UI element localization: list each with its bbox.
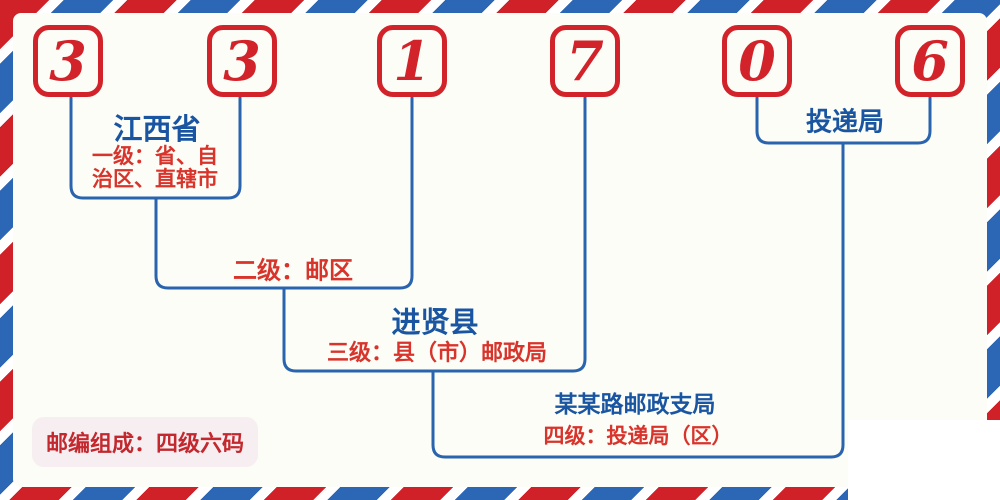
- level1-desc-label: 一级：省、自治区、直辖市: [92, 145, 218, 191]
- level2-desc-label: 二级：邮区: [233, 257, 353, 285]
- digit-box-1: 3: [33, 25, 103, 97]
- digit-1: 3: [49, 29, 87, 93]
- envelope-panel: [13, 13, 987, 487]
- digit-3: 1: [393, 29, 431, 93]
- composition-badge: 邮编组成：四级六码: [32, 417, 258, 467]
- bracket-level4: [431, 143, 845, 459]
- digit-6: 6: [911, 29, 949, 93]
- level4-place-label: 某某路邮政支局: [554, 392, 716, 417]
- digit-box-2: 3: [207, 25, 277, 97]
- digit-2: 3: [223, 29, 261, 93]
- level1-desc-line1: 一级：省、自: [92, 145, 218, 168]
- digit-5: 0: [738, 29, 776, 93]
- level3-place-label: 进贤县: [391, 307, 479, 339]
- bottom-right-white-patch: [848, 420, 1000, 500]
- digit-box-5: 0: [722, 25, 792, 97]
- level1-place-label: 江西省: [113, 114, 201, 146]
- digit-box-4: 7: [550, 25, 620, 97]
- digit-box-3: 1: [377, 25, 447, 97]
- delivery-office-label: 投递局: [805, 107, 885, 137]
- digit-box-6: 6: [895, 25, 965, 97]
- level1-desc-line2: 治区、直辖市: [92, 168, 218, 191]
- level3-desc-label: 三级：县（市）邮政局: [326, 340, 548, 365]
- digit-4: 7: [566, 29, 604, 93]
- composition-badge-text: 邮编组成：四级六码: [45, 431, 244, 456]
- level4-desc-label: 四级：投递局（区）: [543, 425, 733, 448]
